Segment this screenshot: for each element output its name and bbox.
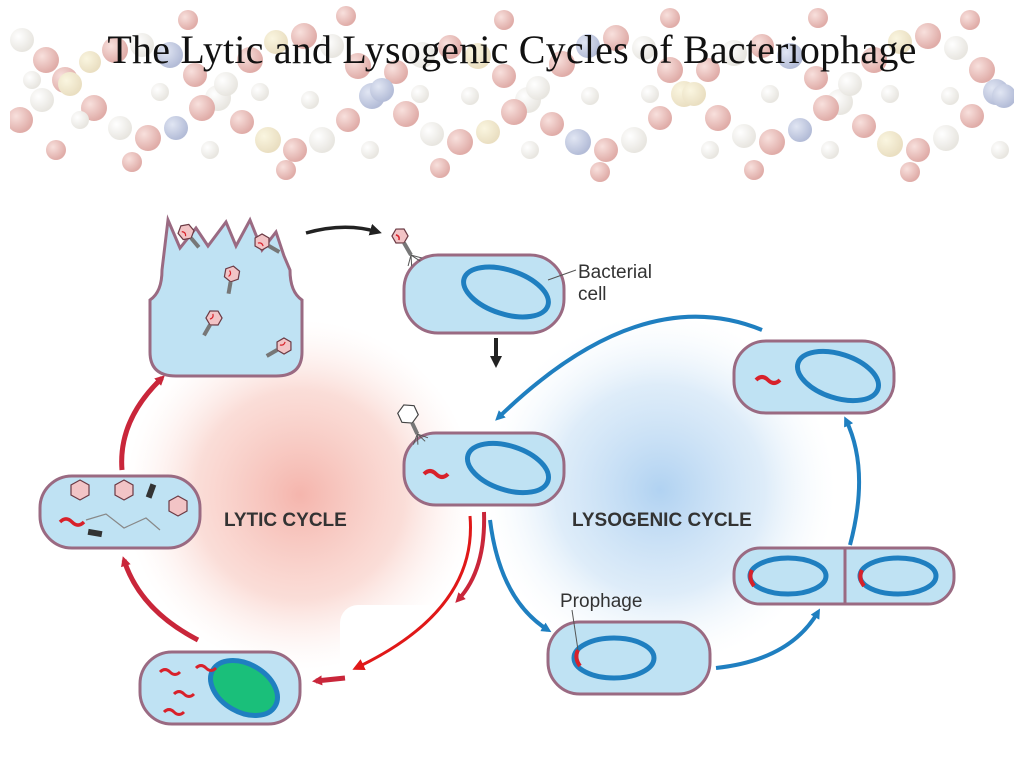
lytic-arrow-to-burst (312, 675, 346, 686)
lysed-cell (148, 214, 304, 378)
lytic-cycle-glow (125, 320, 475, 670)
lysogenic-arrow-right (844, 416, 862, 546)
lysogenic-cell-phage-dna (732, 339, 896, 415)
lysogenic-arrow-top (495, 314, 763, 421)
lysogenic-arrow-bottom-right (715, 608, 821, 670)
lysogenic-cycle-label: LYSOGENIC CYCLE (572, 510, 752, 531)
lysogenic-arrow-bottom-left (488, 519, 552, 633)
phage-cycle-diagram: Bacterial cell (38, 214, 956, 726)
phage-icon (202, 310, 223, 337)
assembly-cell (38, 474, 202, 550)
replication-cell (138, 650, 302, 726)
induction-arrow (352, 515, 472, 670)
phage-icon (397, 404, 429, 445)
prophage-cell (546, 620, 712, 696)
lytic-arrow-left (119, 375, 165, 471)
phage-icon (223, 265, 241, 295)
phage-head-icon (114, 479, 134, 501)
bacterial-cell-label-line2: cell (578, 284, 607, 305)
bacterial-cell (391, 228, 566, 335)
prophage-label: Prophage (560, 591, 642, 612)
slide-title: The Lytic and Lysogenic Cycles of Bacter… (107, 27, 917, 72)
lytic-arrow-right (455, 511, 487, 603)
attach-arrow (305, 223, 382, 236)
phage-icon (177, 223, 201, 249)
phage-icon (265, 337, 292, 358)
lytic-arrow-left-lower (121, 556, 200, 643)
phage-head-icon (70, 479, 90, 501)
phage-icon (391, 228, 423, 267)
bacterial-cell-label: Bacterial (578, 262, 652, 283)
dividing-cells (732, 546, 956, 606)
lytic-cycle-label: LYTIC CYCLE (224, 510, 347, 531)
phage-head-icon (168, 495, 188, 517)
infected-cell (397, 404, 566, 507)
phage-icon (254, 233, 281, 254)
dna-molecule-banner-icon (10, 6, 1014, 182)
